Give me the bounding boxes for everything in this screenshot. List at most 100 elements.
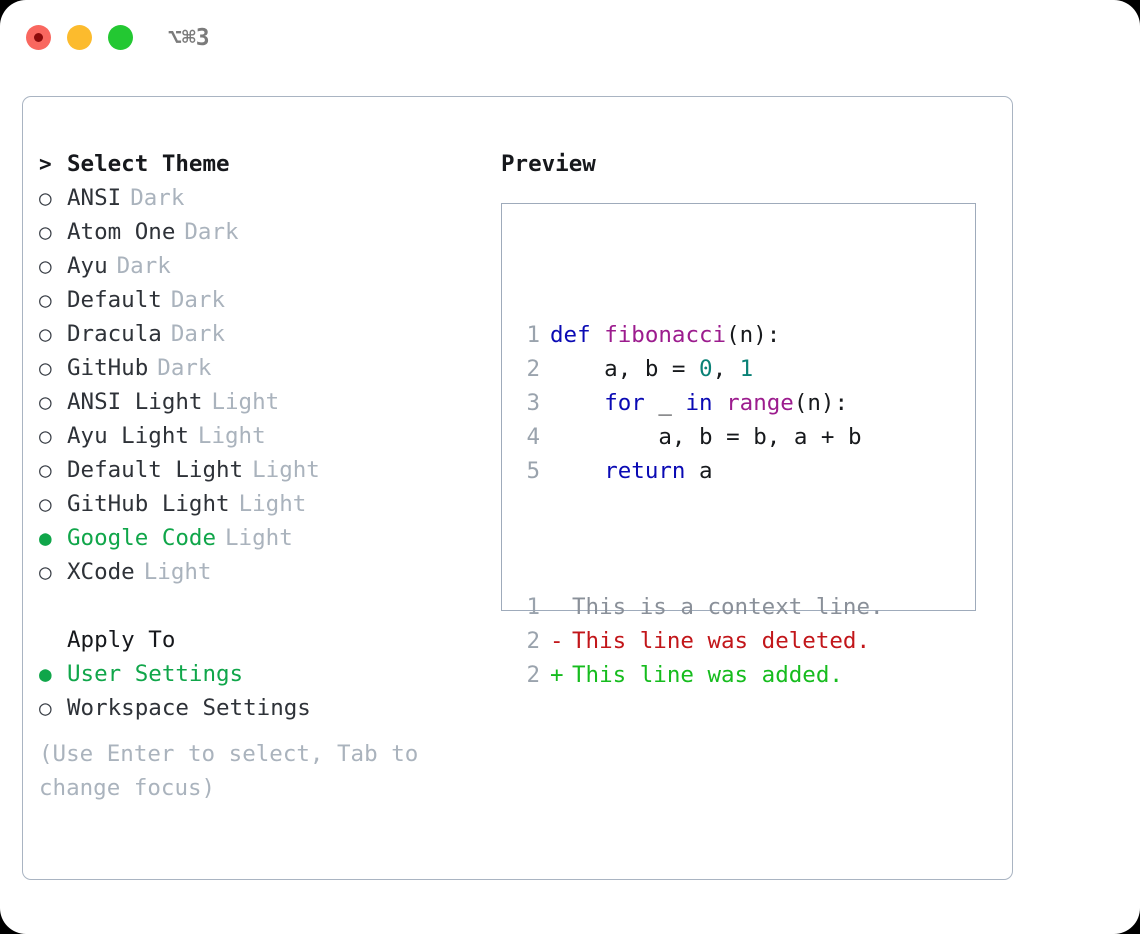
code-token: a, b = <box>550 356 700 382</box>
radio-unselected-icon[interactable]: ○ <box>39 696 52 720</box>
theme-list-item[interactable]: ○ Default Light Light <box>39 453 479 487</box>
code-token <box>550 390 604 416</box>
theme-name: ANSI Light <box>67 389 203 415</box>
theme-variant-badge: Light <box>197 423 266 449</box>
theme-name: Ayu Light <box>67 423 189 449</box>
code-token: fibonacci <box>604 322 727 348</box>
theme-picker-header: > Select Theme <box>39 147 479 181</box>
radio-unselected-icon[interactable]: ○ <box>39 390 52 414</box>
line-number: 2 <box>526 356 540 382</box>
theme-list-item[interactable]: ○ Atom One Dark <box>39 215 479 249</box>
radio-unselected-icon[interactable]: ○ <box>39 458 52 482</box>
theme-variant-badge: Light <box>252 457 320 483</box>
theme-variant-badge: Dark <box>157 355 212 381</box>
radio-unselected-icon[interactable]: ○ <box>39 254 52 278</box>
window-controls <box>26 25 133 50</box>
theme-variant-badge: Light <box>238 491 307 517</box>
code-token <box>713 390 727 416</box>
theme-list-item[interactable]: ○ GitHub Dark <box>39 351 479 385</box>
theme-list-item[interactable]: ○ ANSI Light Light <box>39 385 479 419</box>
code-token: 1 <box>739 356 754 382</box>
code-token: 0 <box>699 356 713 382</box>
code-token: , <box>712 356 740 382</box>
radio-unselected-icon[interactable]: ○ <box>39 186 52 210</box>
page-title: Select Theme <box>67 151 230 177</box>
code-token: for <box>604 390 645 416</box>
theme-variant-badge: Light <box>211 389 280 415</box>
theme-name: Default Light <box>67 457 244 483</box>
code-line: 5 return a <box>518 454 884 488</box>
apply-to-option-label: Workspace Settings <box>67 695 311 721</box>
diff-sample: 1 This is a context line.2-This line was… <box>518 590 884 692</box>
diff-sign: - <box>550 628 564 654</box>
theme-name: GitHub <box>67 355 149 381</box>
radio-unselected-icon[interactable]: ○ <box>39 288 52 312</box>
apply-to-list: ●User Settings ○ Workspace Settings <box>39 657 479 725</box>
minimize-button-icon[interactable] <box>67 25 92 50</box>
radio-unselected-icon[interactable]: ○ <box>39 492 52 516</box>
radio-unselected-icon[interactable]: ○ <box>39 220 52 244</box>
radio-unselected-icon[interactable]: ○ <box>39 560 52 584</box>
diff-text: This line was deleted. <box>572 628 871 654</box>
diff-text: This line was added. <box>572 662 843 688</box>
theme-name: XCode <box>67 559 135 585</box>
radio-selected-icon[interactable]: ● <box>39 662 52 686</box>
apply-to-header: ○ Apply To <box>39 623 479 657</box>
radio-unselected-icon[interactable]: ○ <box>39 424 52 448</box>
diff-line: 2-This line was deleted. <box>518 624 884 658</box>
window-title: ⌥⌘3 <box>168 25 210 51</box>
line-number: 5 <box>526 458 540 484</box>
theme-name: Dracula <box>67 321 162 347</box>
theme-name: Atom One <box>67 219 176 245</box>
apply-to-marker-placeholder: ○ <box>39 623 67 657</box>
code-line: 2 a, b = 0, 1 <box>518 352 884 386</box>
diff-text: This is a context line. <box>572 594 884 620</box>
code-line: 3 for _ in range(n): <box>518 386 884 420</box>
radio-unselected-icon[interactable]: ○ <box>39 322 52 346</box>
code-token: in <box>685 390 713 416</box>
apply-to-option[interactable]: ○ Workspace Settings <box>39 691 479 725</box>
radio-selected-icon[interactable]: ● <box>39 526 52 550</box>
line-number: 2 <box>526 662 540 688</box>
theme-list-item[interactable]: ○ Ayu Light Light <box>39 419 479 453</box>
radio-unselected-icon[interactable]: ○ <box>39 356 52 380</box>
line-number: 1 <box>526 322 540 348</box>
code-token: (n): <box>726 322 781 348</box>
maximize-button-icon[interactable] <box>108 25 133 50</box>
window-titlebar: ⌥⌘3 <box>0 0 1140 76</box>
code-token: return <box>604 458 686 484</box>
code-token <box>550 458 604 484</box>
preview-title: Preview <box>501 151 596 177</box>
apply-to-option[interactable]: ●User Settings <box>39 657 479 691</box>
diff-line: 2+This line was added. <box>518 658 884 692</box>
code-token: def <box>550 322 605 348</box>
theme-name: Ayu <box>67 253 108 279</box>
code-token: (n): <box>793 390 849 416</box>
code-token: a, b = b, a + b <box>550 424 862 450</box>
code-line: 4 a, b = b, a + b <box>518 420 884 454</box>
line-number: 4 <box>526 424 540 450</box>
line-number: 3 <box>526 390 540 416</box>
theme-name: Default <box>67 287 162 313</box>
code-token: a <box>685 458 713 484</box>
theme-name: Google Code <box>67 525 217 551</box>
prompt-caret-icon: > <box>39 152 52 176</box>
apply-to-label: Apply To <box>67 627 176 653</box>
code-line: 1 def fibonacci(n): <box>518 318 884 352</box>
keyboard-hint: (Use Enter to select, Tab to change focu… <box>39 741 419 801</box>
theme-variant-badge: Dark <box>184 219 239 245</box>
close-button-icon[interactable] <box>26 25 51 50</box>
